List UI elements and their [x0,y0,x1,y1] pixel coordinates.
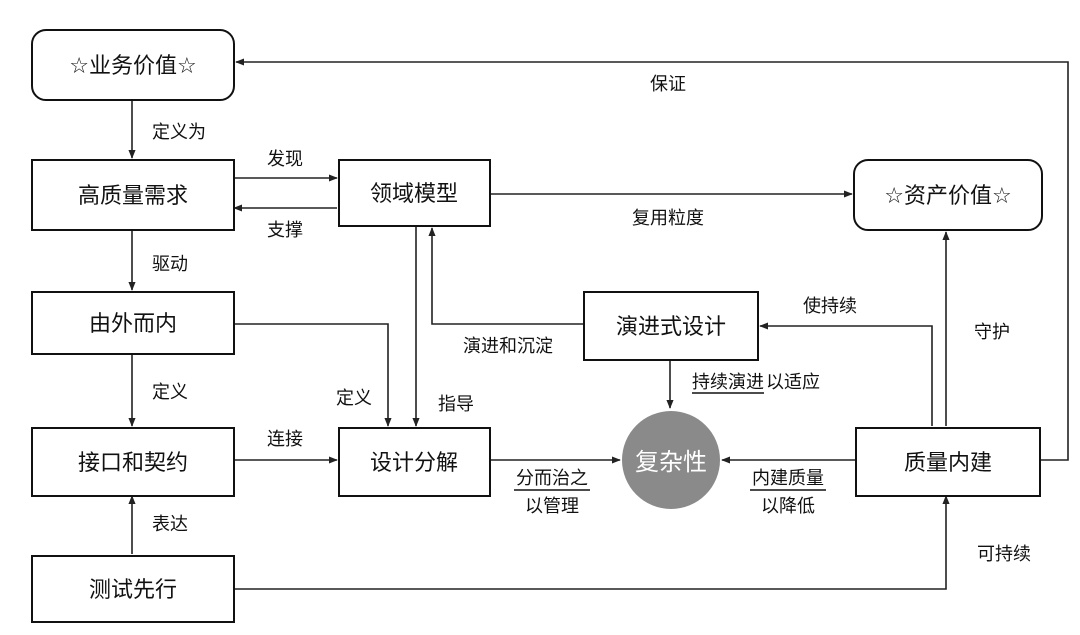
node-label: 测试先行 [89,578,177,603]
edge-label-protect: 守护 [974,322,1010,343]
edge-label-make-sustainable: 使持续 [803,296,857,317]
node-evolutionary-design: 演进式设计 [583,291,759,361]
node-built-in-quality: 质量内建 [855,427,1041,497]
edge-label-reuse-granularity: 复用粒度 [632,208,704,229]
edge-label-divide-conquer-1: 分而治之 [516,468,588,489]
edge-define-decomposition [234,323,392,427]
edge-label-connect: 连接 [267,429,303,450]
node-label: 演进式设计 [616,315,726,340]
edge-guarantee [235,58,1069,461]
node-label: ☆资产价值☆ [884,184,1011,209]
node-interface-contract: 接口和契约 [31,427,235,497]
edge-label-define-as: 定义为 [152,122,206,143]
edge-label-build-quality-2: 以降低 [761,496,815,517]
edge-make-sustainable [759,322,933,426]
node-business-value: ☆业务价值☆ [31,29,235,101]
edge-label-express: 表达 [152,514,188,535]
node-label: 质量内建 [904,451,992,476]
edge-label-define-interface: 定义 [152,382,188,403]
edge-evolve-settle [428,227,584,325]
edge-label-support: 支撑 [267,220,303,241]
edge-label-guarantee: 保证 [650,74,686,95]
complexity-circle [622,411,720,509]
node-label: 复杂性 [635,448,707,476]
edge-label-discover: 发现 [267,149,303,170]
edge-label-continuous-evolution-2: 以适应 [766,372,820,393]
connectors [128,58,1069,590]
node-label: 由外而内 [89,312,177,337]
edge-label-define-decomposition: 定义 [336,388,372,409]
edge-labels: 保证 定义为 发现 支撑 复用粒度 驱动 使持续 守护 演进和沉淀 持续演进 以… [152,74,1031,565]
edge-sustainable [234,495,950,590]
node-complexity: 复杂性 [622,411,720,509]
node-asset-value: ☆资产价值☆ [853,159,1043,231]
edge-label-divide-conquer-2: 以管理 [525,496,579,517]
node-design-decomposition: 设计分解 [338,427,491,497]
edge-label-evolve-settle: 演进和沉淀 [463,336,553,357]
node-outside-in: 由外而内 [31,291,235,355]
node-label: 领域模型 [370,182,458,207]
edge-label-sustainable: 可持续 [977,544,1031,565]
edge-label-build-quality-1: 内建质量 [752,468,824,489]
node-label: 设计分解 [370,451,458,476]
node-high-quality-requirements: 高质量需求 [31,159,235,231]
edge-label-drive: 驱动 [152,254,188,275]
node-test-first: 测试先行 [31,555,235,623]
node-label: 接口和契约 [78,451,188,476]
node-label: ☆业务价值☆ [69,54,196,79]
edge-label-continuous-evolution-1: 持续演进 [692,372,764,393]
edge-label-guide: 指导 [438,394,474,415]
node-domain-model: 领域模型 [338,159,491,227]
node-label: 高质量需求 [78,184,188,209]
